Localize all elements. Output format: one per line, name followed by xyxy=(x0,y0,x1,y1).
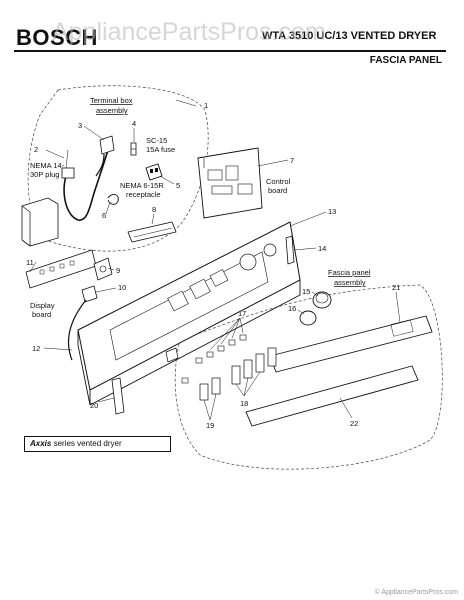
label-fascia-panel-line1: Fascia panel xyxy=(328,268,371,277)
series-text: series vented dryer xyxy=(51,439,122,448)
part-number-12: 12 xyxy=(32,344,40,353)
label-nema14-line1: NEMA 14- xyxy=(30,161,65,170)
label-sc15-line1: SC-15 xyxy=(146,136,167,145)
trim-strip xyxy=(245,365,419,427)
label-nema14-line2: 30P plug xyxy=(30,170,59,179)
mounting-bracket xyxy=(285,235,295,265)
part-number-9: 9 xyxy=(116,266,120,275)
part-number-14: 14 xyxy=(318,244,326,253)
footer-copyright: © AppliancePartsPros.com xyxy=(374,589,458,596)
label-sc15-line2: 15A fuse xyxy=(146,145,175,154)
fuse xyxy=(130,142,137,156)
part-number-22: 22 xyxy=(350,419,358,428)
part-number-2: 2 xyxy=(34,145,38,154)
part-number-19: 19 xyxy=(206,421,214,430)
terminal-block xyxy=(95,135,115,177)
part-number-16: 16 xyxy=(288,304,296,313)
part-number-3: 3 xyxy=(78,121,82,130)
part-number-17: 17 xyxy=(238,309,246,318)
part-number-18: 18 xyxy=(240,399,248,408)
part-number-21: 21 xyxy=(392,283,400,292)
label-nema6-line2: receptacle xyxy=(126,190,161,199)
series-brand: Axxis xyxy=(30,439,52,448)
label-terminal-box-line2: assembly xyxy=(96,106,128,115)
part-number-11: 11 xyxy=(26,258,34,267)
header-rule xyxy=(14,50,446,52)
part-number-6: 6 xyxy=(102,211,106,220)
part-number-13: 13 xyxy=(328,207,336,216)
program-knob xyxy=(312,291,332,309)
part-number-10: 10 xyxy=(118,283,126,292)
connector-clip xyxy=(165,347,179,363)
end-cap xyxy=(111,377,125,415)
part-number-20: 20 xyxy=(90,401,98,410)
leader-lines xyxy=(29,99,401,421)
receptacle xyxy=(145,163,163,181)
series-callout-box: Axxis series vented dryer xyxy=(24,436,171,452)
label-terminal-box-line1: Terminal box xyxy=(90,96,133,105)
fascia-housing xyxy=(77,221,301,406)
label-display-board-line1: Display xyxy=(30,301,55,310)
label-display-board-line2: board xyxy=(32,310,51,319)
timer-knob xyxy=(299,310,317,326)
control-board xyxy=(197,147,263,219)
cord-clip xyxy=(107,194,119,205)
part-number-4: 4 xyxy=(132,119,136,128)
brand-logo: BOSCH xyxy=(16,25,98,50)
label-control-board-line2: board xyxy=(268,186,287,195)
display-board xyxy=(25,249,97,289)
section-title: FASCIA PANEL xyxy=(369,55,442,66)
push-switch xyxy=(81,285,98,303)
model-title: WTA 3510 UC/13 VENTED DRYER xyxy=(262,30,437,42)
part-number-5: 5 xyxy=(176,181,180,190)
button-caps-tall xyxy=(231,347,277,385)
selector-switch xyxy=(93,257,113,281)
part-number-1: 1 xyxy=(204,101,208,110)
label-nema6-line1: NEMA 6-15R xyxy=(120,181,164,190)
part-number-7: 7 xyxy=(290,156,294,165)
label-control-board-line1: Control xyxy=(266,177,291,186)
nema-plug-cord xyxy=(61,149,109,221)
ribbon-cable xyxy=(127,221,177,243)
part-number-15: 15 xyxy=(302,287,310,296)
wire-harness xyxy=(67,299,87,361)
panel-insert xyxy=(269,315,433,373)
part-number-8: 8 xyxy=(152,205,156,214)
terminal-box-cover xyxy=(21,197,59,247)
button-caps-front xyxy=(181,377,221,401)
label-fascia-panel-line2: assembly xyxy=(334,278,366,287)
button-caps-small xyxy=(195,334,247,364)
